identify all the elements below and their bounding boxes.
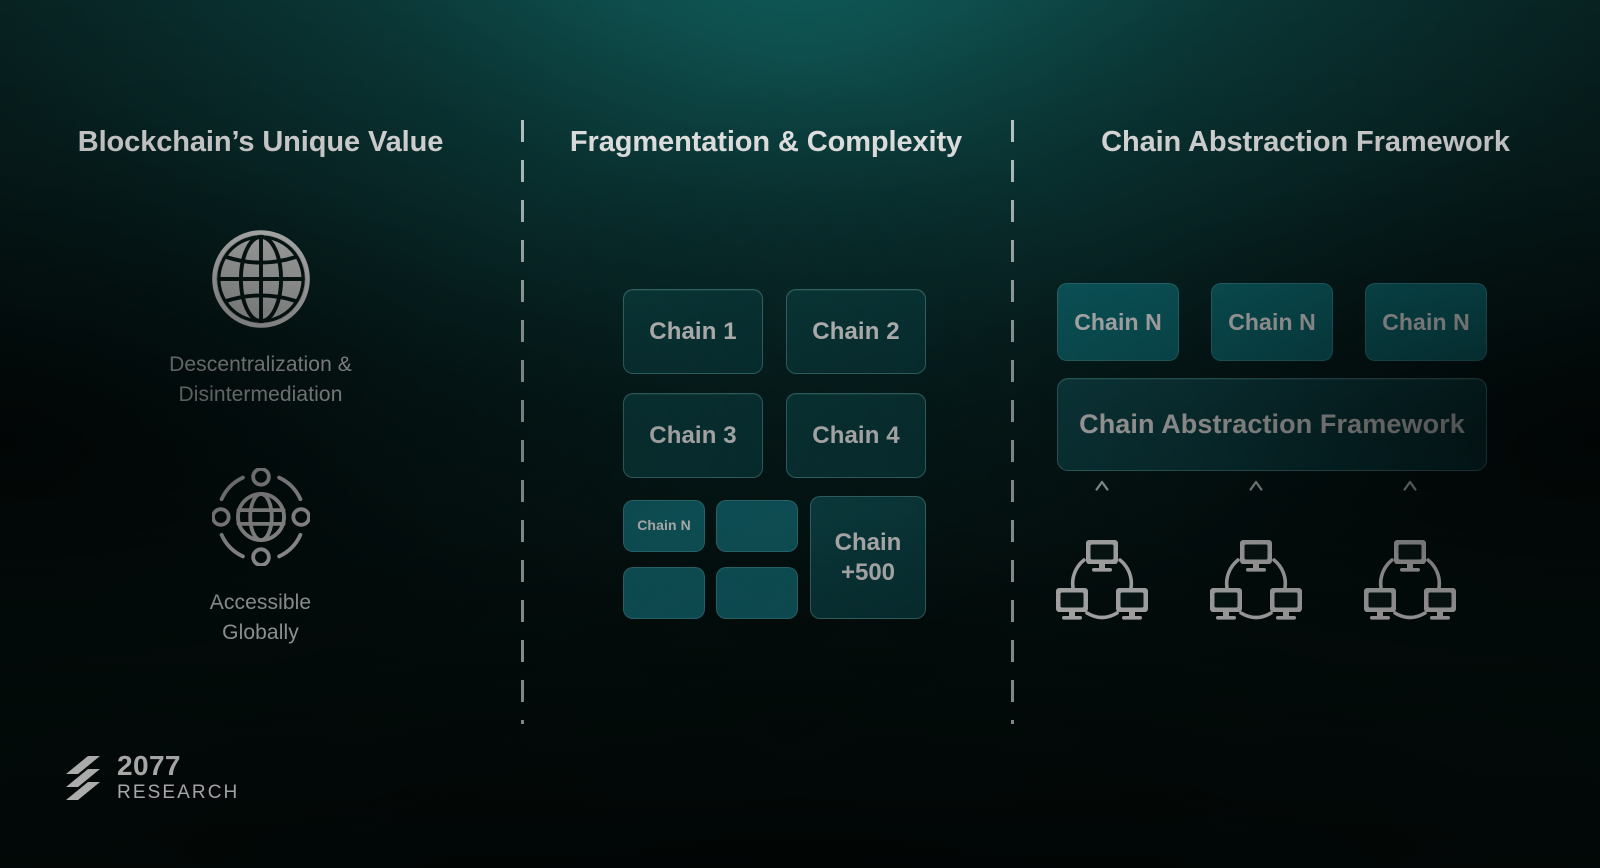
monitor-icon: [1086, 540, 1118, 572]
chain-box-2[interactable]: Chain 2: [786, 289, 926, 374]
globe-network-icon: [211, 468, 310, 566]
monitor-icon: [1116, 588, 1148, 620]
chain-box-small-3[interactable]: [623, 567, 705, 619]
2077-research-logo-mark: [66, 756, 100, 800]
logo-line-1: 2077: [117, 750, 181, 781]
logo-text: 2077 RESEARCH: [117, 750, 240, 803]
chain-box-1[interactable]: Chain 1: [623, 289, 763, 374]
chain-box-3[interactable]: Chain 3: [623, 393, 763, 478]
monitor-icon: [1210, 588, 1242, 620]
column-title-value: Blockchain’s Unique Value: [77, 126, 444, 158]
abstraction-chain-box-3[interactable]: Chain N: [1365, 283, 1487, 361]
computer-network-icon: [1210, 540, 1302, 620]
chain-overflow-box[interactable]: Chain +500: [810, 496, 926, 619]
column-divider-2: [1011, 120, 1014, 724]
logo-line-2: RESEARCH: [117, 782, 240, 803]
abstraction-chain-box-1[interactable]: Chain N: [1057, 283, 1179, 361]
chain-abstraction-framework-bar[interactable]: Chain Abstraction Framework: [1057, 378, 1487, 471]
chain-box-small-1[interactable]: Chain N: [623, 500, 705, 552]
column-title-abstraction: Chain Abstraction Framework: [1101, 126, 1510, 158]
monitor-icon: [1270, 588, 1302, 620]
value-item-accessible: Accessible Globally: [0, 468, 521, 649]
computer-network-icon: [1364, 540, 1456, 620]
computer-network-icon: [1056, 540, 1148, 620]
column-divider-1: [521, 120, 524, 724]
monitor-icon: [1364, 588, 1396, 620]
arrow-up-icon: [1403, 480, 1417, 542]
value-item-label: Descentralization & Disintermediation: [169, 353, 352, 407]
monitor-icon: [1056, 588, 1088, 620]
monitor-icon: [1394, 540, 1426, 572]
value-item-decentralization: Descentralization & Disintermediation: [0, 230, 521, 411]
monitor-icon: [1240, 540, 1272, 572]
arrow-up-icon: [1095, 480, 1109, 542]
chain-box-4[interactable]: Chain 4: [786, 393, 926, 478]
value-item-label: Accessible Globally: [209, 591, 312, 645]
arrow-up-icon: [1249, 480, 1263, 542]
chain-box-small-4[interactable]: [716, 567, 798, 619]
column-title-fragmentation: Fragmentation & Complexity: [569, 126, 963, 158]
brand-logo[interactable]: 2077 RESEARCH: [62, 752, 239, 802]
monitor-icon: [1424, 588, 1456, 620]
abstraction-chain-box-2[interactable]: Chain N: [1211, 283, 1333, 361]
globe-grid-icon: [211, 230, 310, 328]
chain-box-small-2[interactable]: [716, 500, 798, 552]
